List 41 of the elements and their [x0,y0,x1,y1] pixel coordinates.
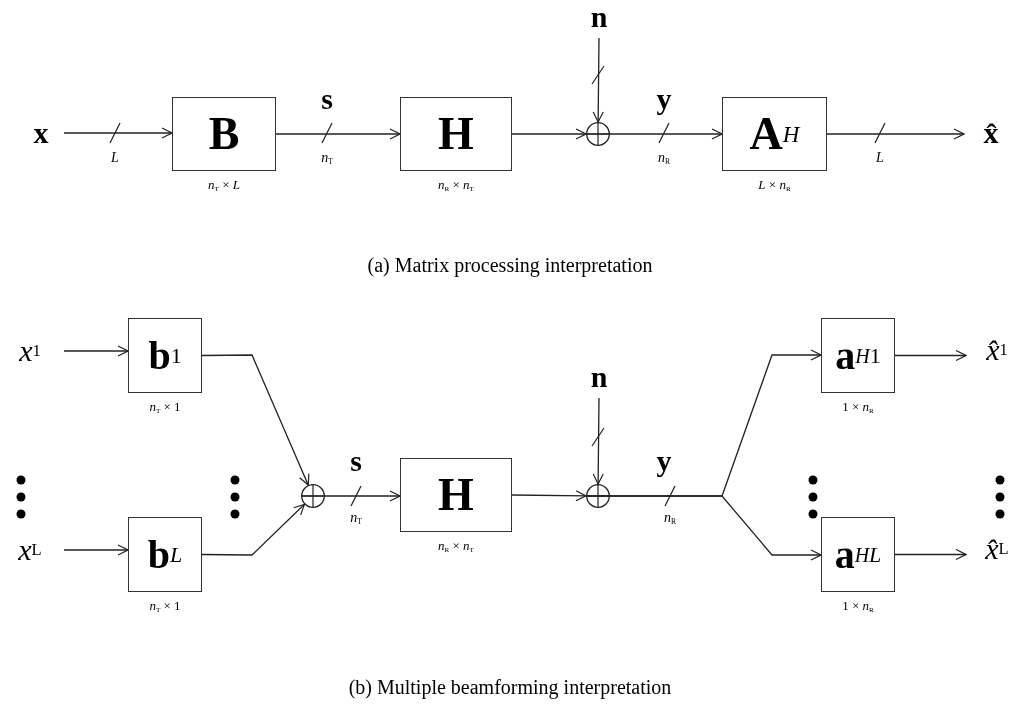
arrow [585,495,822,561]
dimension-label: n$_{T}$ × L [208,177,240,194]
dimension-label: 1 × n$_{R}$ [842,399,874,416]
signal-name: s [350,444,362,478]
signal-name: s [321,82,333,116]
arrow [511,128,587,140]
arrow [894,349,967,362]
matrix-block: A$^{H}$ [722,97,827,171]
arrow [63,122,173,144]
signal-label: n [584,360,614,394]
dimension-label: 1 × n$_{R}$ [842,598,874,615]
arrow [894,548,967,561]
arrow [201,354,310,486]
signal-name: y [656,444,672,478]
matrix-block: H [400,458,512,532]
dimension-label: L × n$_{R}$ [758,177,791,194]
arrow [591,397,605,485]
dimension-label: n$_{T}$ × 1 [149,399,181,416]
dimension-label: n$_{T}$ × 1 [149,598,181,615]
summing-junction [586,122,610,146]
summing-junction [586,484,610,508]
caption: (a) Matrix processing interpretation [367,254,653,277]
signal-label: n [584,0,614,34]
caption: (b) Multiple beamforming interpretation [348,676,672,699]
summing-junction [301,484,325,508]
dimension-label: n$_{R}$ × n$_{T}$ [438,177,474,194]
arrow [63,345,129,357]
signal-label: x [28,116,54,150]
signal-label: x̂ [974,114,1008,152]
dimension-label: n$_{R}$ × n$_{T}$ [438,538,474,555]
signal-name: y [656,82,672,116]
arrow [300,485,401,507]
arrow [511,490,587,502]
arrow [275,122,401,144]
arrow [591,37,605,123]
arrow [585,122,723,144]
arrow [201,503,305,556]
arrow [826,122,965,144]
matrix-block: H [400,97,512,171]
matrix-block: B [172,97,276,171]
arrow [63,544,129,556]
